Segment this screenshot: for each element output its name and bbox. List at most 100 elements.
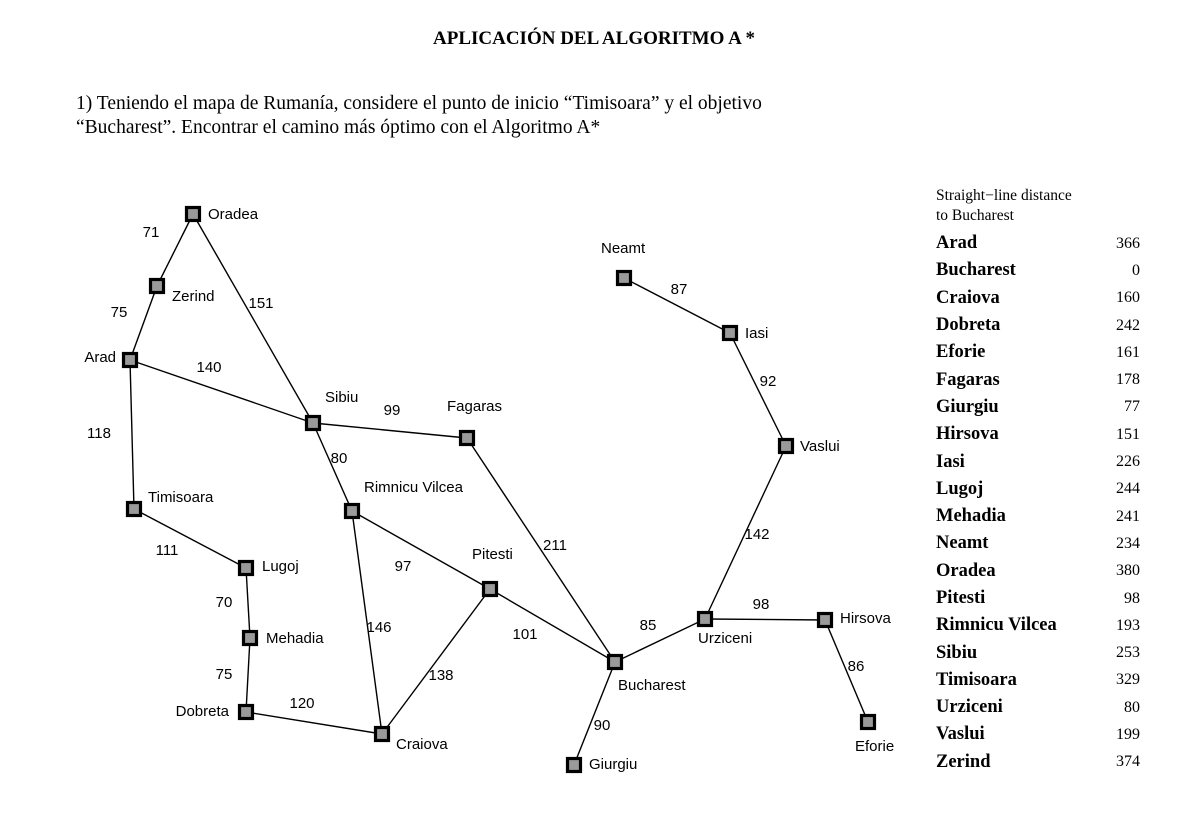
sld-city-name: Lugoj bbox=[936, 478, 984, 499]
road-timisoara-lugoj bbox=[133, 508, 247, 569]
road-rimnicu-craiova bbox=[351, 510, 383, 735]
city-marker bbox=[184, 205, 202, 223]
sld-city-name: Vaslui bbox=[936, 724, 985, 745]
city-marker bbox=[721, 324, 739, 342]
sld-row: Hirsova 151 bbox=[936, 421, 1140, 448]
road-arad-timisoara bbox=[129, 359, 135, 510]
city-label-fagaras: Fagaras bbox=[447, 398, 502, 415]
city-label-dobreta: Dobreta bbox=[176, 703, 230, 720]
city-marker bbox=[304, 414, 322, 432]
sld-distance-value: 80 bbox=[1124, 698, 1140, 716]
city-marker bbox=[481, 580, 499, 598]
road-dobreta-craiova bbox=[245, 711, 383, 735]
city-marker bbox=[237, 559, 255, 577]
city-marker bbox=[606, 653, 624, 671]
sld-city-name: Bucharest bbox=[936, 260, 1016, 281]
city-node-bucharest bbox=[606, 653, 624, 671]
distance-label-oradea-zerind: 71 bbox=[143, 224, 160, 241]
city-nodes-layer bbox=[121, 205, 877, 774]
city-node-giurgiu bbox=[565, 756, 583, 774]
road-iasi-neamt bbox=[623, 277, 731, 334]
city-label-giurgiu: Giurgiu bbox=[589, 756, 637, 773]
city-label-urziceni: Urziceni bbox=[698, 630, 752, 647]
city-marker bbox=[125, 500, 143, 518]
distance-label-vaslui-iasi: 92 bbox=[760, 373, 777, 390]
sld-distance-value: 242 bbox=[1116, 316, 1140, 334]
city-label-hirsova: Hirsova bbox=[840, 610, 892, 627]
city-node-sibiu bbox=[304, 414, 322, 432]
distance-label-hirsova-eforie: 86 bbox=[848, 658, 865, 675]
road-sibiu-rimnicu bbox=[312, 422, 353, 512]
distance-label-lugoj-mehadia: 70 bbox=[216, 594, 233, 611]
city-label-arad: Arad bbox=[84, 349, 116, 366]
sld-distance-value: 253 bbox=[1116, 644, 1140, 662]
city-marker bbox=[241, 629, 259, 647]
city-label-neamt: Neamt bbox=[601, 240, 646, 257]
city-label-rimnicu: Rimnicu Vilcea bbox=[364, 479, 464, 496]
sld-city-name: Pitesti bbox=[936, 588, 986, 608]
city-label-craiova: Craiova bbox=[396, 736, 448, 753]
city-node-vaslui bbox=[777, 437, 795, 455]
distance-label-fagaras-bucharest: 211 bbox=[543, 537, 567, 554]
city-marker bbox=[816, 611, 834, 629]
city-node-fagaras bbox=[458, 429, 476, 447]
distance-label-zerind-arad: 75 bbox=[111, 304, 128, 321]
city-label-eforie: Eforie bbox=[855, 738, 894, 755]
city-marker bbox=[373, 725, 391, 743]
sld-distance-value: 77 bbox=[1124, 398, 1140, 416]
sld-city-name: Hirsova bbox=[936, 424, 999, 445]
sld-caption: Straight−line distance to Bucharest bbox=[936, 186, 1140, 226]
road-oradea-zerind bbox=[156, 213, 194, 287]
city-node-lugoj bbox=[237, 559, 255, 577]
city-node-dobreta bbox=[237, 703, 255, 721]
distance-label-timisoara-lugoj: 111 bbox=[156, 542, 179, 559]
city-marker bbox=[615, 269, 633, 287]
road-oradea-sibiu bbox=[192, 213, 314, 424]
road-bucharest-urziceni bbox=[614, 618, 706, 663]
distance-label-bucharest-giurgiu: 90 bbox=[594, 717, 611, 734]
city-marker bbox=[565, 756, 583, 774]
city-node-timisoara bbox=[125, 500, 143, 518]
city-node-urziceni bbox=[696, 610, 714, 628]
distance-label-mehadia-dobreta: 75 bbox=[216, 666, 233, 683]
sld-distance-value: 193 bbox=[1116, 616, 1140, 634]
sld-distance-value: 178 bbox=[1116, 371, 1140, 389]
sld-city-name: Neamt bbox=[936, 533, 989, 554]
city-marker bbox=[777, 437, 795, 455]
city-marker bbox=[343, 502, 361, 520]
distance-labels-layer: 7175151140118111707512099809714613810121… bbox=[87, 224, 864, 734]
city-label-bucharest: Bucharest bbox=[618, 677, 686, 694]
sld-city-name: Zerind bbox=[936, 751, 991, 772]
distance-label-bucharest-urziceni: 85 bbox=[640, 617, 657, 634]
road-mehadia-dobreta bbox=[245, 637, 251, 713]
road-rimnicu-pitesti bbox=[351, 510, 491, 590]
distance-label-pitesti-bucharest: 101 bbox=[512, 626, 537, 643]
city-node-pitesti bbox=[481, 580, 499, 598]
city-marker bbox=[121, 351, 139, 369]
sld-city-name: Eforie bbox=[936, 342, 986, 363]
sld-distance-value: 244 bbox=[1116, 480, 1140, 498]
city-node-mehadia bbox=[241, 629, 259, 647]
sld-distance-value: 160 bbox=[1116, 289, 1140, 307]
city-label-zerind: Zerind bbox=[172, 288, 215, 305]
sld-distance-value: 226 bbox=[1116, 453, 1140, 471]
sld-caption-line-2: to Bucharest bbox=[936, 207, 1014, 224]
sld-caption-line-1: Straight−line distance bbox=[936, 187, 1072, 204]
sld-city-name: Giurgiu bbox=[936, 396, 999, 417]
distance-label-dobreta-craiova: 120 bbox=[289, 695, 314, 712]
sld-distance-value: 241 bbox=[1116, 507, 1140, 525]
question-text: 1) Teniendo el mapa de Rumanía, consider… bbox=[76, 92, 1076, 140]
distance-label-craiova-pitesti: 138 bbox=[428, 667, 453, 684]
sld-distance-value: 151 bbox=[1116, 425, 1140, 443]
city-marker bbox=[859, 713, 877, 731]
